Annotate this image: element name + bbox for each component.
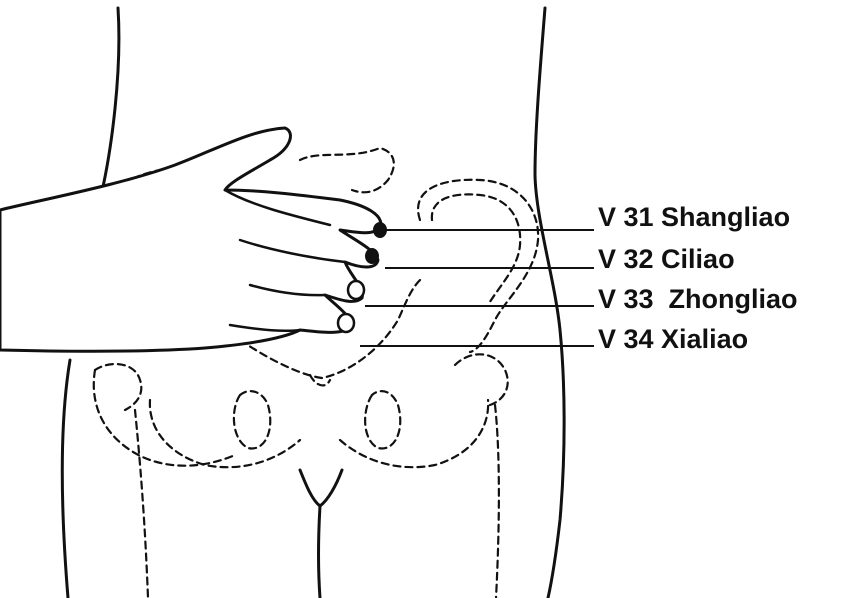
- obturator-right: [364, 390, 402, 450]
- label-v32-ciliao: V 32 Ciliao: [598, 244, 735, 274]
- pelvis-left-outer: [92, 368, 237, 467]
- pelvis-right-inner: [338, 398, 490, 469]
- coccyx: [308, 373, 332, 387]
- pelvis-left-inner: [148, 398, 302, 469]
- obturator-left: [232, 390, 272, 450]
- iliac-crest-right-inner: [430, 193, 522, 307]
- finger-crease-4: [228, 323, 302, 333]
- femur-right: [493, 403, 500, 598]
- label-v34-xialiao: V 34 Xialiao: [598, 324, 749, 354]
- hand-palm: [0, 126, 383, 353]
- sacrum-top: [298, 146, 395, 194]
- hip-left: [93, 362, 143, 412]
- fingernail-3: [346, 279, 366, 301]
- finger-crease-3: [248, 283, 327, 297]
- finger-crease-1: [223, 188, 332, 227]
- label-v31-shangliao: V 31 Shangliao: [598, 202, 791, 232]
- femur-left: [133, 408, 150, 598]
- femur-head-right: [453, 353, 509, 407]
- label-v33-zhongliao: V 33 Zhongliao: [598, 284, 798, 314]
- body-outline-right: [533, 6, 566, 598]
- body-outline-left-hip: [60, 358, 72, 598]
- iliac-crest-right: [417, 178, 540, 354]
- gluteal-cleft-lower: [317, 504, 322, 598]
- fingernail-4: [336, 312, 356, 334]
- sacrum-outline: [238, 278, 422, 380]
- gluteal-cleft: [298, 468, 344, 508]
- acupoint-v32-marker: [365, 248, 379, 264]
- finger-crease-2: [238, 238, 347, 264]
